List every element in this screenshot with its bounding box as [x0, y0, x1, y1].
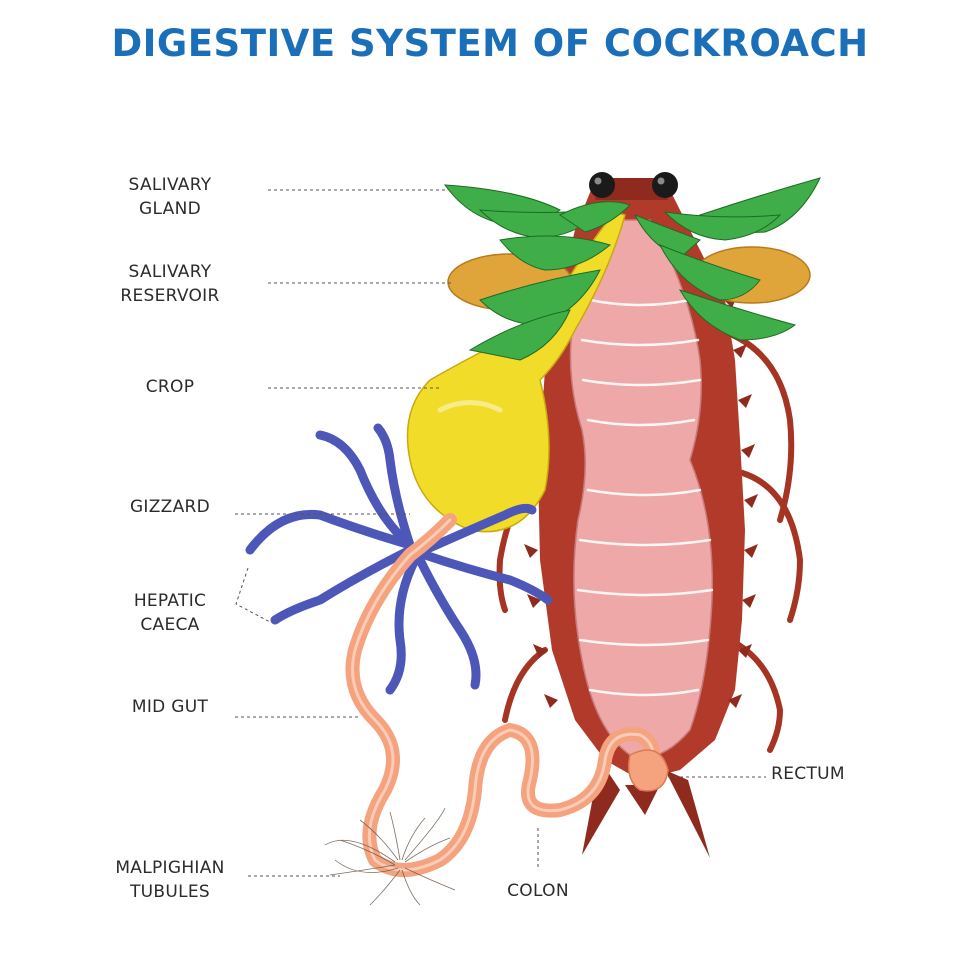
leader-lines [235, 189, 766, 877]
left-eye [589, 172, 615, 198]
right-eye [652, 172, 678, 198]
midgut-tube [345, 513, 669, 877]
label-gizzard: GIZZARD [129, 497, 211, 517]
head [589, 172, 678, 200]
label-mid-gut: MID GUT [131, 697, 209, 717]
label-rectum: RECTUM [771, 764, 845, 784]
hepatic-caeca [245, 423, 553, 695]
salivary-gland [443, 177, 821, 361]
page-title: DIGESTIVE SYSTEM OF COCKROACH [111, 22, 869, 65]
label-colon: COLON [507, 881, 569, 901]
malpighian-tubules [324, 807, 456, 906]
label-crop: CROP [145, 377, 195, 397]
